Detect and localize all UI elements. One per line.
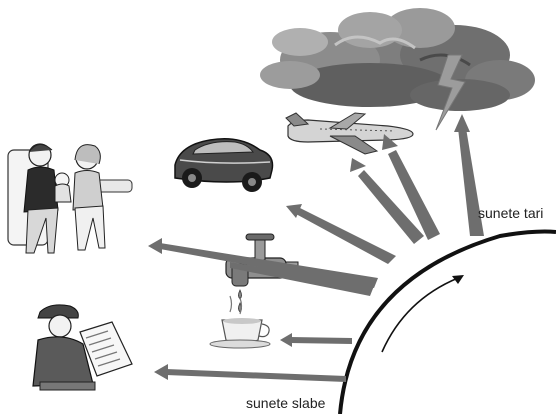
airplane-icon — [286, 113, 413, 154]
increasing-direction-arrow — [382, 275, 464, 352]
man-reading-newspaper-icon — [33, 305, 132, 390]
weak-sounds-label: sunete slabe — [246, 395, 325, 411]
intensity-arc — [340, 232, 556, 414]
sound-arrow-car — [286, 204, 396, 264]
sound-arrow-newspaper — [154, 364, 346, 382]
car-icon — [175, 139, 273, 192]
people-talking-icon — [8, 144, 132, 253]
strong-sounds-label: sunete tari — [478, 205, 543, 221]
sound-arrow-coffee — [280, 333, 352, 347]
storm-cloud-icon — [260, 8, 535, 111]
